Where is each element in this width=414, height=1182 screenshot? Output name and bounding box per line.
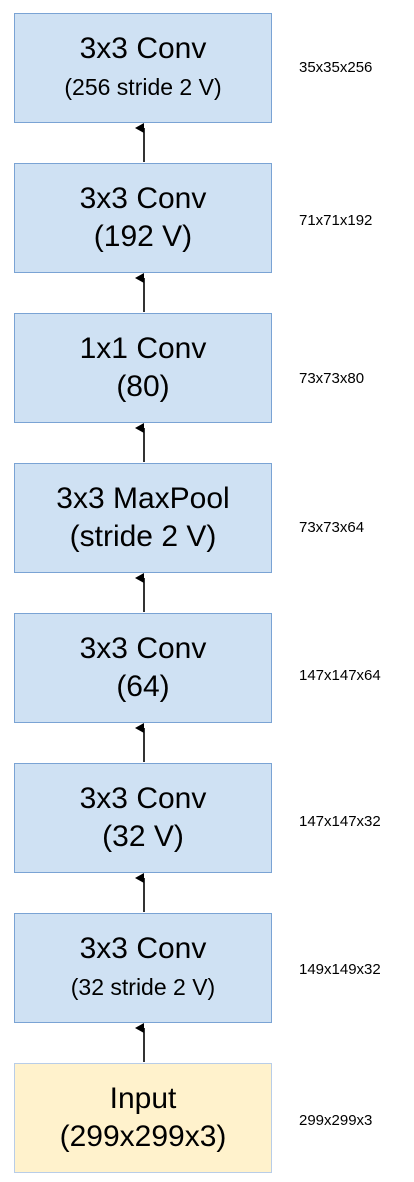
output-shape-label: 147x147x64	[299, 667, 381, 684]
layer-params: (32 V)	[102, 820, 184, 853]
layer-conv1x1-80: 1x1 Conv (80)	[14, 313, 272, 423]
layer-title: Input	[109, 1082, 177, 1115]
layer-maxpool: 3x3 MaxPool (stride 2 V)	[14, 463, 272, 573]
input-node: Input (299x299x3)	[14, 1063, 272, 1173]
layer-conv-32-stride2: 3x3 Conv (32 stride 2 V)	[14, 913, 272, 1023]
output-shape-label: 147x147x32	[299, 813, 381, 830]
layer-params: (80)	[116, 370, 170, 403]
output-shape-label: 71x71x192	[299, 212, 373, 229]
layer-title: 3x3 Conv	[79, 32, 207, 65]
layer-title: 3x3 Conv	[79, 932, 207, 965]
layer-conv-64: 3x3 Conv (64)	[14, 613, 272, 723]
layer-title: 3x3 Conv	[79, 182, 207, 215]
layer-title: 3x3 Conv	[79, 782, 207, 815]
layer-params: (32 stride 2 V)	[70, 974, 216, 1000]
layer-params: (299x299x3)	[59, 1120, 227, 1153]
output-shape-label: 149x149x32	[299, 961, 381, 978]
layer-conv-192: 3x3 Conv (192 V)	[14, 163, 272, 273]
layer-conv-256-stride2: 3x3 Conv (256 stride 2 V)	[14, 13, 272, 123]
layer-title: 1x1 Conv	[79, 332, 207, 365]
output-shape-label: 299x299x3	[299, 1112, 373, 1129]
layer-params: (stride 2 V)	[69, 520, 217, 553]
layer-params: (256 stride 2 V)	[64, 74, 222, 100]
layer-params: (64)	[116, 670, 170, 703]
layer-params: (192 V)	[93, 220, 193, 253]
layer-title: 3x3 MaxPool	[56, 482, 230, 515]
output-shape-label: 73x73x80	[299, 370, 365, 387]
layer-title: 3x3 Conv	[79, 632, 207, 665]
output-shape-label: 73x73x64	[299, 519, 365, 536]
output-shape-label: 35x35x256	[299, 59, 373, 76]
layer-conv-32: 3x3 Conv (32 V)	[14, 763, 272, 873]
